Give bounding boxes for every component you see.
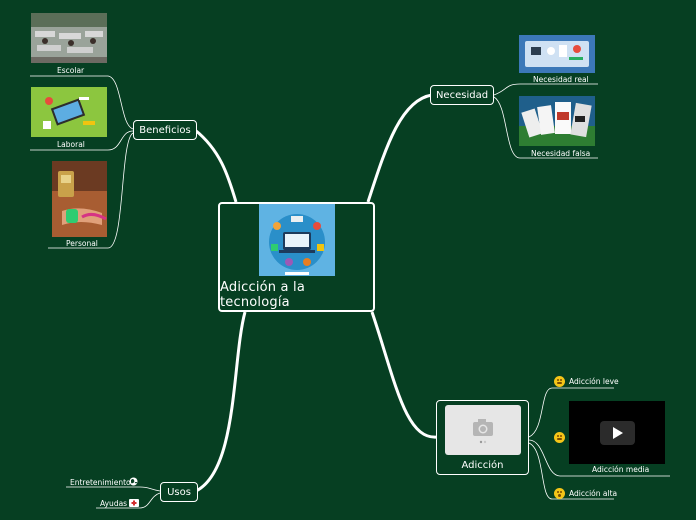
video-player[interactable] bbox=[569, 401, 665, 464]
leaf-necesidad-real[interactable]: Necesidad real bbox=[533, 75, 589, 84]
leaf-adiccion-media[interactable]: Adicción media bbox=[592, 465, 650, 474]
topic-beneficios[interactable]: Beneficios bbox=[133, 120, 197, 140]
escolar-image bbox=[31, 13, 107, 63]
necesidad-falsa-image bbox=[519, 96, 595, 146]
tech-devices-image bbox=[258, 204, 335, 276]
personal-image bbox=[52, 161, 107, 237]
leaf-adiccion-leve[interactable]: Adicción leve bbox=[569, 377, 619, 386]
surprised-face-icon bbox=[554, 488, 565, 499]
topic-adiccion-label: Adicción bbox=[461, 460, 504, 471]
necesidad-real-image bbox=[519, 35, 595, 73]
topic-necesidad[interactable]: Necesidad bbox=[430, 85, 494, 105]
leaf-adiccion-alta[interactable]: Adicción alta bbox=[569, 489, 618, 498]
leaf-ayudas[interactable]: Ayudas bbox=[100, 499, 128, 508]
play-button-icon[interactable] bbox=[569, 401, 665, 464]
central-topic[interactable]: Adicción a la tecnología bbox=[218, 202, 375, 312]
camera-icon bbox=[472, 419, 493, 444]
topic-adiccion[interactable]: Adicción bbox=[436, 400, 529, 475]
neutral-face-icon bbox=[554, 432, 565, 443]
tech-devices-illustration-icon bbox=[268, 214, 325, 275]
leaf-necesidad-falsa[interactable]: Necesidad falsa bbox=[531, 149, 591, 158]
first-aid-icon bbox=[129, 499, 139, 507]
leaf-entretenimiento[interactable]: Entretenimiento bbox=[70, 478, 131, 487]
leaf-laboral[interactable]: Laboral bbox=[57, 140, 85, 149]
neutral-face-icon bbox=[554, 376, 565, 387]
laboral-image bbox=[31, 87, 107, 137]
leaf-personal[interactable]: Personal bbox=[66, 239, 98, 248]
globe-icon bbox=[129, 477, 138, 486]
topic-usos[interactable]: Usos bbox=[160, 482, 198, 502]
central-title: Adicción a la tecnología bbox=[220, 280, 306, 310]
leaf-escolar[interactable]: Escolar bbox=[57, 66, 85, 75]
image-placeholder bbox=[444, 405, 521, 455]
